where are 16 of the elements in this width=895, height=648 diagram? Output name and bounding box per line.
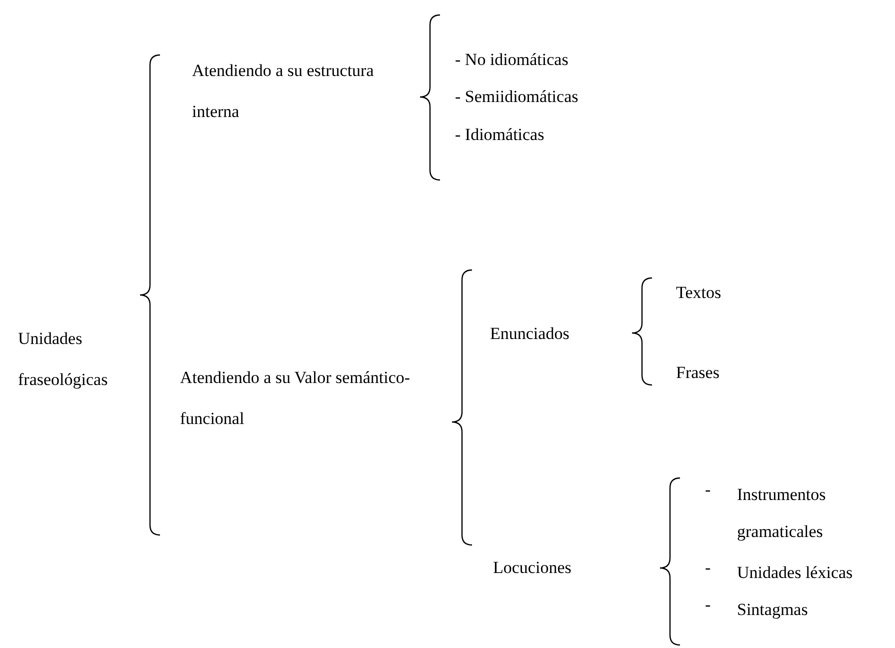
category-text: Atendiendo a su estructura interna bbox=[192, 60, 375, 123]
list-item-text: - No idiomáticas bbox=[455, 49, 568, 71]
bullet-dash: - bbox=[705, 557, 712, 579]
topic-text: Unidades fraseológicas bbox=[18, 328, 109, 391]
list-item-text: Instrumentos gramaticales bbox=[737, 484, 827, 543]
list-item-text: Frases bbox=[676, 362, 720, 384]
list-item-text: Textos bbox=[676, 282, 722, 304]
category-text: Atendiendo a su Valor semántico- funcional bbox=[180, 367, 412, 430]
bullet-dash: - bbox=[705, 594, 712, 616]
list-item-text: - Semiidiomáticas bbox=[455, 86, 578, 108]
category-text: Enunciados bbox=[490, 323, 570, 345]
list-item-text: Unidades léxicas bbox=[737, 562, 853, 584]
category-text: Locuciones bbox=[493, 557, 572, 579]
bullet-dash: - bbox=[705, 479, 712, 501]
list-item-text: - Idiomáticas bbox=[455, 124, 544, 146]
list-item-text: Sintagmas bbox=[737, 599, 808, 621]
